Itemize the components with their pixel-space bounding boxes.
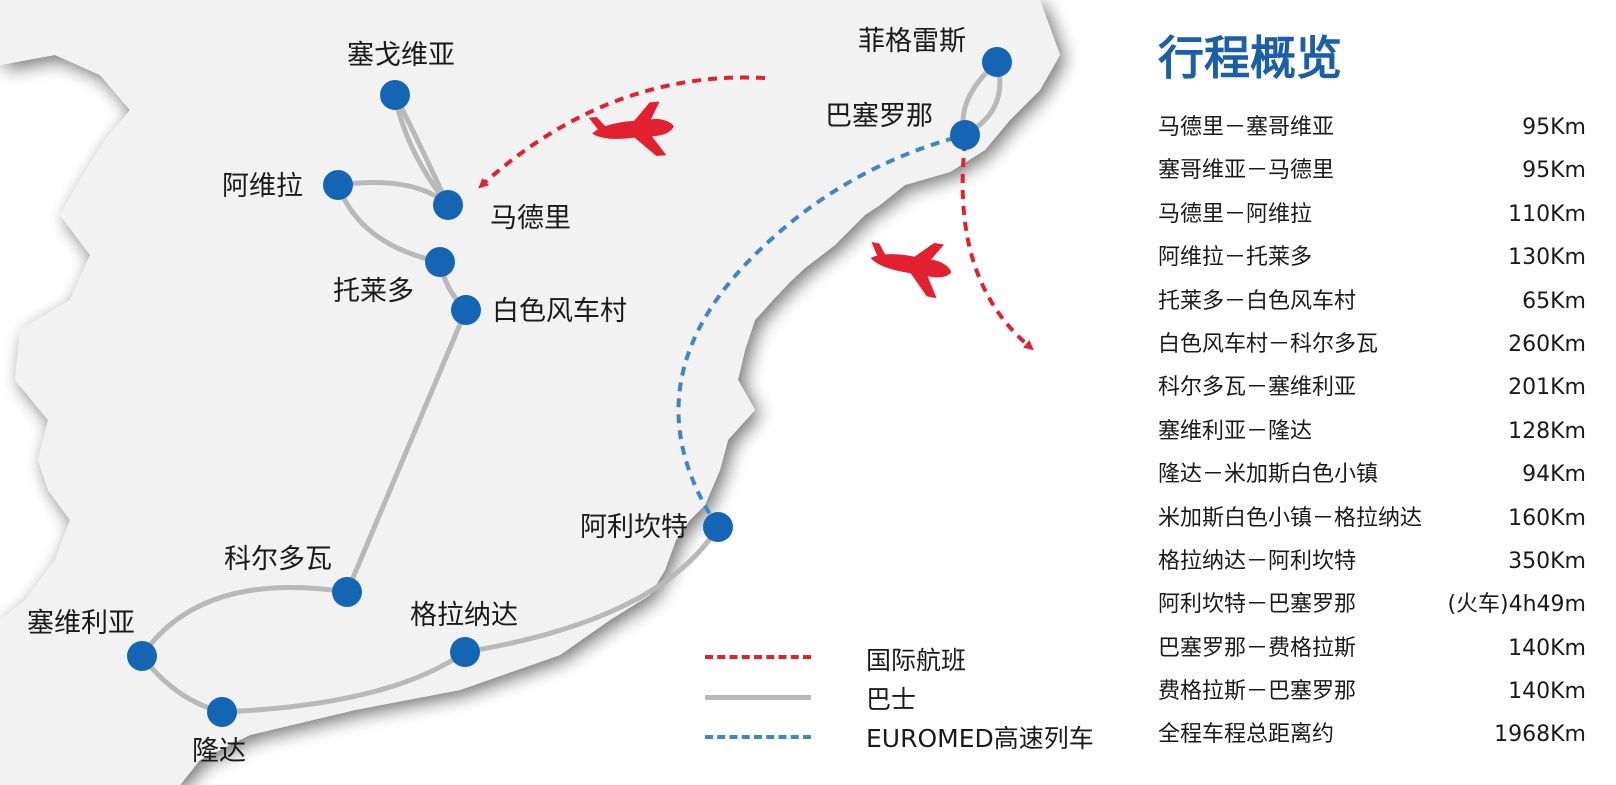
- itinerary-row: 阿利坎特－巴塞罗那 (火车)4h49m: [1158, 583, 1586, 626]
- itinerary-distance: 1968Km: [1494, 722, 1586, 748]
- city-label-madrid: 马德里: [490, 203, 571, 234]
- itinerary-row: 马德里－阿维拉 110Km: [1158, 193, 1586, 236]
- itinerary-distance: 350Km: [1508, 548, 1586, 574]
- train-route-alicante-barcelona: [676, 133, 966, 529]
- city-marker-alicante: [703, 512, 733, 542]
- itinerary-distance: 95Km: [1522, 158, 1586, 184]
- itinerary-distance: (火车)4h49m: [1447, 592, 1586, 618]
- itinerary-row: 阿维拉－托莱多 130Km: [1158, 236, 1586, 279]
- itinerary-distance: 128Km: [1508, 418, 1586, 444]
- legend-flight-label: 国际航班: [866, 646, 967, 675]
- city-marker-segovia: [380, 80, 410, 110]
- itinerary-title: 行程概览: [1158, 31, 1342, 85]
- city-marker-cordoba: [332, 577, 362, 607]
- itinerary-distance: 140Km: [1508, 635, 1586, 661]
- itinerary-route: 全程车程总距离约: [1158, 722, 1335, 748]
- itinerary-distance: 260Km: [1508, 331, 1586, 357]
- city-marker-barcelona: [950, 120, 980, 150]
- itinerary-route: 阿维拉－托莱多: [1158, 245, 1313, 271]
- itinerary-route: 隆达－米加斯白色小镇: [1158, 462, 1379, 488]
- legend-flight-swatch: [705, 655, 811, 659]
- itinerary-route: 巴塞罗那－费格拉斯: [1158, 635, 1357, 661]
- city-label-cordoba: 科尔多瓦: [224, 544, 332, 575]
- flight-route-inbound-madrid: [478, 75, 766, 189]
- itinerary-row: 托莱多－白色风车村 65Km: [1158, 280, 1586, 323]
- city-label-ronda: 隆达: [192, 736, 246, 767]
- city-marker-toledo: [425, 247, 455, 277]
- itinerary-distance: 130Km: [1508, 245, 1586, 271]
- itinerary-distance: 201Km: [1508, 375, 1586, 401]
- city-label-alicante: 阿利坎特: [580, 512, 688, 543]
- itinerary-route: 马德里－塞哥维亚: [1158, 115, 1335, 140]
- itinerary-row: 费格拉斯－巴塞罗那 140Km: [1158, 670, 1586, 713]
- itinerary-row: 隆达－米加斯白色小镇 94Km: [1158, 453, 1586, 496]
- city-marker-avila: [323, 170, 353, 200]
- itinerary-row: 科尔多瓦－塞维利亚 201Km: [1158, 366, 1586, 409]
- itinerary-distance: 95Km: [1522, 115, 1586, 140]
- itinerary-route: 白色风车村－科尔多瓦: [1158, 331, 1379, 357]
- city-label-barcelona: 巴塞罗那: [825, 101, 933, 132]
- city-marker-figueres: [982, 47, 1012, 77]
- legend-bus-swatch: [705, 695, 811, 700]
- city-label-segovia: 塞戈维亚: [347, 40, 455, 71]
- itinerary-distance: 94Km: [1522, 462, 1586, 488]
- legend-train-swatch: [705, 735, 811, 739]
- itinerary-route: 费格拉斯－巴塞罗那: [1158, 679, 1357, 705]
- itinerary-route: 格拉纳达－阿利坎特: [1158, 548, 1357, 574]
- itinerary-route: 塞维利亚－隆达: [1158, 418, 1313, 444]
- itinerary-row: 塞哥维亚－马德里 95Km: [1158, 149, 1586, 192]
- city-label-consuegra: 白色风车村: [492, 296, 627, 327]
- city-label-seville: 塞维利亚: [27, 608, 135, 639]
- city-marker-madrid: [433, 190, 463, 220]
- itinerary-row: 巴塞罗那－费格拉斯 140Km: [1158, 627, 1586, 670]
- itinerary-route: 托莱多－白色风车村: [1158, 288, 1357, 314]
- itinerary-row: 白色风车村－科尔多瓦 260Km: [1158, 323, 1586, 366]
- city-marker-seville: [127, 641, 157, 671]
- bus-route-cordoba-seville: [139, 585, 350, 659]
- itinerary-route: 塞哥维亚－马德里: [1158, 158, 1335, 184]
- itinerary-distance: 160Km: [1508, 505, 1586, 531]
- city-label-granada: 格拉纳达: [410, 600, 518, 631]
- legend-train-label: EUROMED高速列车: [866, 724, 1094, 753]
- city-label-avila: 阿维拉: [222, 171, 303, 202]
- itinerary-distance: 65Km: [1522, 288, 1586, 314]
- itinerary-row: 格拉纳达－阿利坎特 350Km: [1158, 540, 1586, 583]
- city-marker-granada: [450, 637, 480, 667]
- city-markers: [127, 47, 1012, 727]
- itinerary-route: 科尔多瓦－塞维利亚: [1158, 375, 1357, 401]
- itinerary-list: 马德里－塞哥维亚 95Km 塞哥维亚－马德里 95Km 马德里－阿维拉 110Km 阿维拉－…: [1158, 106, 1586, 757]
- itinerary-row: 全程车程总距离约 1968Km: [1158, 713, 1586, 756]
- itinerary-row: 塞维利亚－隆达 128Km: [1158, 410, 1586, 453]
- city-marker-consuegra: [451, 295, 481, 325]
- city-label-toledo: 托莱多: [333, 276, 414, 307]
- bus-route-ronda-granada: [219, 649, 468, 715]
- city-marker-ronda: [207, 697, 237, 727]
- itinerary-distance: 110Km: [1508, 201, 1586, 227]
- itinerary-route: 马德里－阿维拉: [1158, 201, 1313, 227]
- itinerary-row: 米加斯白色小镇－格拉纳达 160Km: [1158, 497, 1586, 540]
- legend-bus-label: 巴士: [866, 685, 917, 714]
- itinerary-row: 马德里－塞哥维亚 95Km: [1158, 106, 1586, 149]
- itinerary-distance: 140Km: [1508, 679, 1586, 705]
- flight-route-outbound-barcelona: [960, 141, 1034, 351]
- city-label-figueres: 菲格雷斯: [858, 26, 966, 57]
- itinerary-route: 阿利坎特－巴塞罗那: [1158, 592, 1357, 618]
- airplane-icon: [870, 241, 952, 299]
- airplane-icon: [588, 101, 674, 156]
- itinerary-route: 米加斯白色小镇－格拉纳达: [1158, 505, 1423, 531]
- bus-route-granada-alicante: [462, 524, 721, 655]
- bus-route-consuegra-cordoba: [344, 307, 469, 595]
